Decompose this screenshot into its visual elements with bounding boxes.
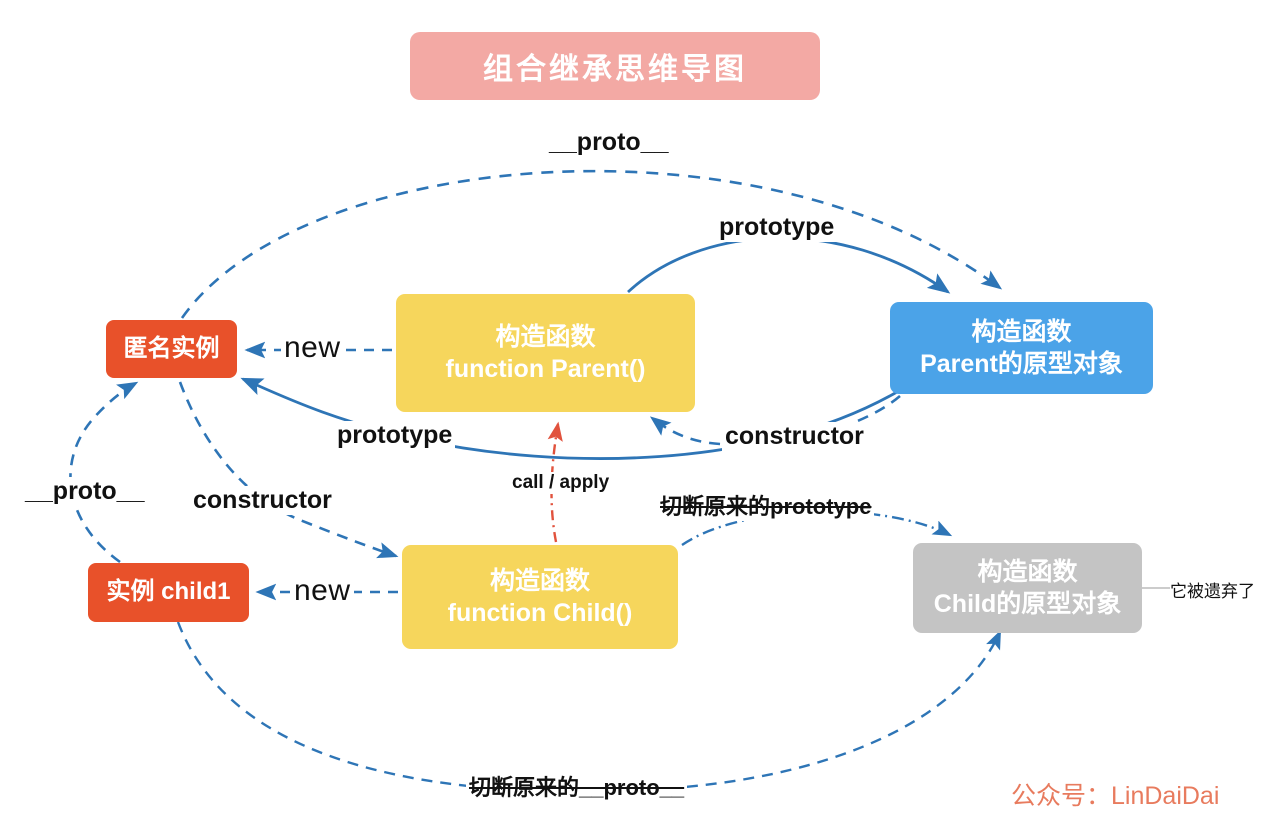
edge-label-proto-top: __proto__: [546, 128, 672, 157]
node-function-child[interactable]: 构造函数 function Child(): [402, 545, 678, 649]
edge-label-prototype-top: prototype: [716, 213, 838, 242]
edge-anon-constructor-child: [178, 381, 399, 559]
node-parent-prototype-object-line1: 构造函数: [971, 318, 1072, 346]
node-instance-child1-line1: 实例 child1: [106, 578, 231, 606]
annotation-abandoned: 它被遗弃了: [1170, 582, 1255, 601]
node-function-child-line2: function Child(): [447, 599, 633, 627]
edge-label-new-bottom: new: [291, 574, 354, 608]
node-parent-prototype-object-line2: Parent的原型对象: [920, 350, 1123, 378]
node-function-parent-line2: function Parent(): [445, 355, 646, 383]
node-anonymous-instance[interactable]: 匿名实例: [106, 320, 237, 378]
page-title: 组合继承思维导图: [483, 53, 747, 86]
node-child-prototype-object-line1: 构造函数: [977, 558, 1078, 586]
node-parent-prototype-object[interactable]: 构造函数 Parent的原型对象: [890, 302, 1153, 394]
edge-label-cut-proto: 切断原来的__proto__: [466, 770, 688, 802]
node-instance-child1[interactable]: 实例 child1: [88, 563, 249, 622]
node-function-parent[interactable]: 构造函数 function Parent(): [396, 294, 695, 412]
edge-parent-prototype-parentproto: [627, 236, 951, 294]
edge-label-new-top: new: [281, 331, 344, 365]
edge-label-proto-left: __proto__: [22, 477, 148, 506]
node-function-parent-line1: 构造函数: [495, 323, 596, 351]
node-child-prototype-object-line2: Child的原型对象: [933, 590, 1122, 618]
node-anonymous-instance-line1: 匿名实例: [123, 334, 220, 362]
node-child-prototype-object[interactable]: 构造函数 Child的原型对象: [913, 543, 1142, 633]
watermark-credit: 公众号：LinDaiDai: [1011, 782, 1220, 810]
edge-label-call-apply: call / apply: [509, 472, 613, 494]
edge-child1-proto-anon: [69, 381, 139, 564]
edge-label-constructor-right: constructor: [722, 422, 867, 451]
node-function-child-line1: 构造函数: [489, 567, 590, 595]
edge-label-prototype-mid: prototype: [334, 421, 456, 450]
diagram-title-banner: 组合继承思维导图: [410, 32, 820, 100]
edge-label-cut-prototype: 切断原来的prototype: [657, 489, 875, 521]
edge-label-constructor-left: constructor: [190, 486, 335, 515]
